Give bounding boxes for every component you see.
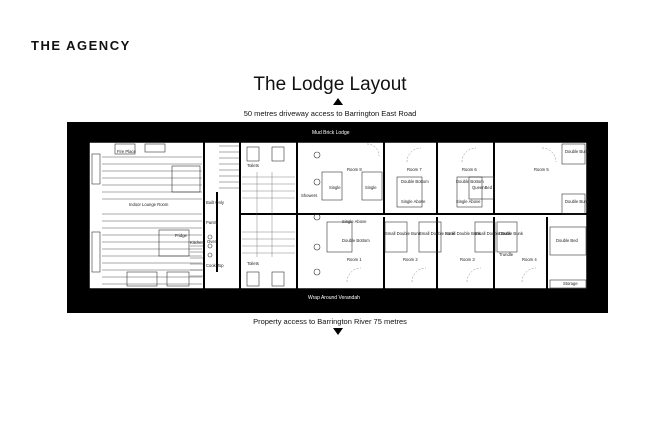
- floor-plan-drawing: [88, 141, 588, 290]
- label-pantry: Pantry: [206, 220, 219, 225]
- arrow-down-icon: [333, 328, 343, 335]
- bed-r6-double-bottom: Double Bottom: [456, 179, 484, 184]
- label-toilets-top: Toilets: [247, 163, 259, 168]
- label-oven: Oven: [207, 239, 218, 244]
- bed-r8-single-above: Single Above: [342, 219, 367, 224]
- label-room-7: Room 7: [407, 167, 422, 172]
- label-room-3: Room 3: [460, 257, 475, 262]
- bed-r7-double-bottom: Double Bottom: [401, 179, 429, 184]
- label-toilets-bottom: Toilets: [247, 261, 259, 266]
- bed-r6-single-above: Single Above: [456, 199, 481, 204]
- arrow-up-icon: [333, 98, 343, 105]
- label-room-1: Room 1: [347, 257, 362, 262]
- label-room-6: Room 6: [462, 167, 477, 172]
- label-room-8: Room 8: [347, 167, 362, 172]
- bed-r4-double-bed: Double Bed: [556, 238, 578, 243]
- page-title: The Lodge Layout: [253, 74, 407, 95]
- bed-r2-small-double-bunk: Small Double Bunk: [385, 231, 421, 236]
- bed-r3-small-double-bunk-3: Small Double Bunk: [475, 231, 511, 236]
- bed-r5-double-bunk-1: Double Bunk: [565, 149, 589, 154]
- floor-plan: Mud Brick Lodge Wrap Around Verandah Fir…: [67, 122, 608, 313]
- bed-r8-single-2: Single: [365, 185, 377, 190]
- label-wrap-around-verandah: Wrap Around Verandah: [308, 295, 360, 301]
- bed-r3-small-double-bunk-1: Small Double Bunk: [419, 231, 455, 236]
- brand-logo: THE AGENCY: [31, 38, 131, 53]
- driveway-caption: 50 metres driveway access to Barrington …: [243, 109, 417, 118]
- label-indoor-lounge: Indoor Lounge Room: [129, 202, 169, 207]
- bed-r5-double-bunk-2: Double Bunk: [565, 199, 589, 204]
- label-kitchen: Kitchen: [190, 240, 204, 245]
- label-room-4: Room 4: [522, 257, 537, 262]
- bed-r4-double-bunk: Double Bunk: [499, 231, 523, 236]
- bed-r8-single-1: Single: [329, 185, 341, 190]
- bed-r8-double-bottom: Double Bottom: [342, 238, 370, 243]
- label-cook-top: Cook Top: [206, 263, 224, 268]
- label-showers: Showers: [301, 193, 318, 198]
- label-room-5: Room 5: [534, 167, 549, 172]
- bed-r7-single-above: Single Above: [401, 199, 426, 204]
- label-storage: Storage: [563, 281, 578, 286]
- river-caption: Property access to Barrington River 75 m…: [253, 317, 407, 326]
- bed-r4-trundle: Trundle: [499, 252, 514, 257]
- label-built-in: Built Only: [206, 200, 224, 205]
- bed-r6-queen: QueenBed: [472, 185, 493, 190]
- label-fire-place: Fire Place: [117, 149, 136, 154]
- bed-r3-small-double-bunk-2: Small Double Bunk: [445, 231, 481, 236]
- label-mud-brick-lodge: Mud Brick Lodge: [312, 130, 350, 136]
- label-room-2: Room 2: [403, 257, 418, 262]
- label-fridge: Fridge: [175, 233, 187, 238]
